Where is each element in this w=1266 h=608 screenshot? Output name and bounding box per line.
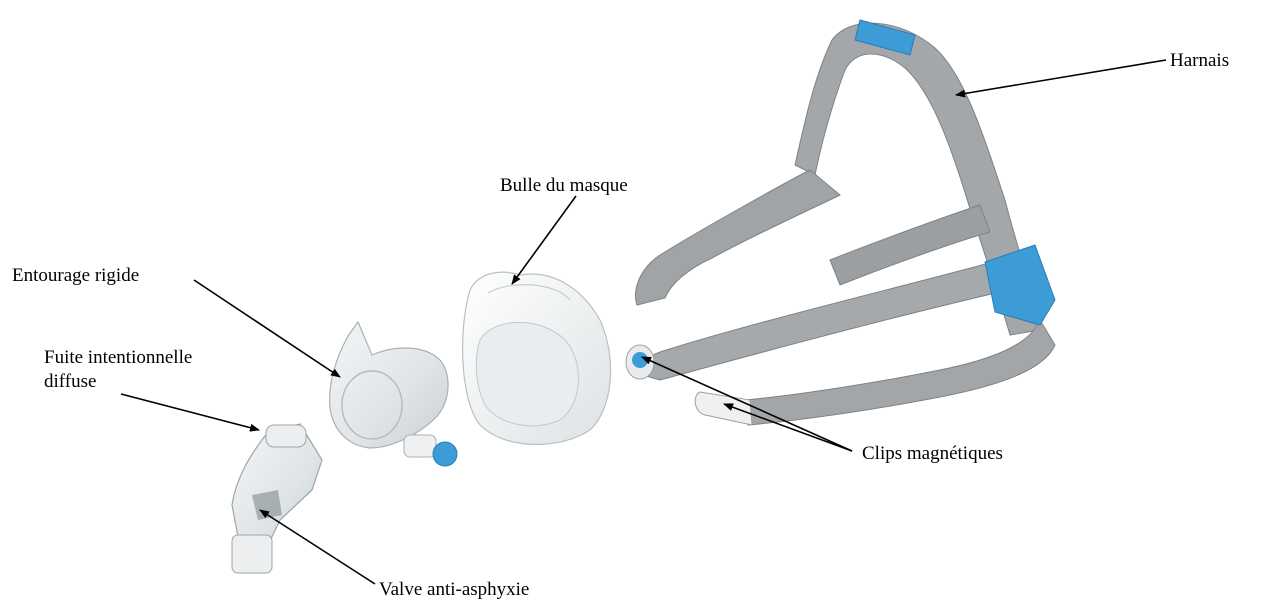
arrow-bulle <box>512 196 576 284</box>
arrow-entourage <box>194 280 340 377</box>
elbow <box>232 424 322 573</box>
headgear <box>636 20 1055 425</box>
upper-side-strap <box>636 170 840 305</box>
mask-cushion <box>463 272 611 444</box>
upper-clip-magnet <box>632 352 648 368</box>
frame-blue-magnet <box>433 442 457 466</box>
label-valve-anti-asphyxie: Valve anti-asphyxie <box>379 578 529 602</box>
arrow-fuite <box>121 394 259 430</box>
lower-top-strap <box>645 260 1000 380</box>
label-fuite-line1: Fuite intentionnelle <box>44 346 192 370</box>
label-fuite-intentionnelle: Fuite intentionnelle diffuse <box>44 346 192 394</box>
swivel <box>232 535 272 573</box>
rigid-frame <box>330 322 457 466</box>
lower-clip <box>695 392 752 425</box>
label-entourage-rigide: Entourage rigide <box>12 264 139 288</box>
label-clips-magnetiques: Clips magnétiques <box>862 442 1003 466</box>
arrow-harnais <box>956 60 1166 95</box>
label-fuite-line2: diffuse <box>44 370 192 394</box>
arrow-valve <box>260 510 375 584</box>
label-bulle-du-masque: Bulle du masque <box>500 174 628 198</box>
label-harnais: Harnais <box>1170 49 1229 73</box>
elbow-vent-ring <box>266 425 306 447</box>
frame-side-clip <box>404 435 436 457</box>
